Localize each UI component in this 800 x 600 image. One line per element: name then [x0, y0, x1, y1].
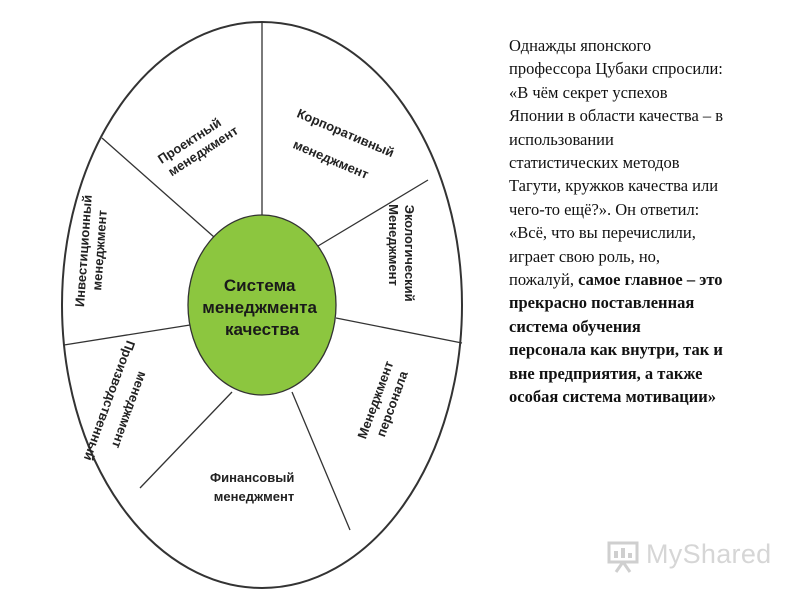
center-ellipse: [187, 214, 337, 396]
divider-line: [101, 137, 215, 238]
segment-dividers: [63, 22, 463, 531]
center-label-line: качества: [225, 320, 300, 339]
quote-line: статистических методов: [509, 153, 680, 173]
quote-line: «Всё, что вы перечислили,: [509, 223, 696, 243]
quote-line: профессора Цубаки спросили:: [509, 59, 723, 79]
quote-emphasis: особая система мотивации»: [509, 387, 717, 407]
center-label: Система менеджмента качества: [202, 276, 321, 339]
presentation-board-icon: [607, 541, 639, 573]
segment-label-line: Экологический: [402, 205, 417, 302]
quote-text-block: Однажды японского профессора Цубаки спро…: [509, 34, 781, 409]
quote-line: вне предприятия, а также: [509, 362, 781, 385]
segment-label-line: менеджмент: [89, 210, 110, 291]
quote-line: Однажды японского: [509, 36, 652, 55]
center-label-line: Система: [224, 276, 296, 295]
segment-label-corporate: Корпоративный менеджмент: [283, 106, 400, 190]
segment-label-investment: Инвестиционный менеджмент: [72, 191, 111, 309]
quote-emphasis: персонала как внутри, так и: [509, 340, 723, 360]
segment-label-project: Проектный менеджмент: [155, 109, 241, 180]
quote-emphasis: система обучения: [509, 316, 641, 336]
quote-line: система обучения: [509, 315, 781, 338]
quote-line: чего-то ещё?». Он ответил:: [509, 199, 700, 219]
segment-label-financial: Финансовый менеджмент: [210, 470, 298, 504]
quote-line: использовании: [509, 129, 614, 149]
quote-line: прекрасно поставленная: [509, 291, 781, 314]
divider-line: [139, 391, 233, 489]
quote-line-start: пожалуй,: [509, 270, 579, 290]
quote-line: «В чём секрет успехов: [509, 82, 668, 102]
segment-label-production: Производственный менеджмент: [80, 339, 159, 474]
quote-emphasis: вне предприятия, а также: [509, 363, 703, 383]
quote-line: особая система мотивации»: [509, 385, 781, 408]
segment-label-personnel: Менеджмент персонала: [354, 355, 413, 446]
center-label-line: менеджмента: [202, 298, 317, 317]
quote-line: Японии в области качества – в: [509, 106, 724, 126]
quality-management-diagram: Система менеджмента качества Проектный м…: [61, 21, 463, 589]
segment-label-ecological: Экологический Менеджмент: [386, 204, 417, 305]
segment-label-line: менеджмент: [214, 489, 294, 504]
segment-label-line: Финансовый: [210, 470, 294, 485]
quote-emphasis: прекрасно поставленная: [509, 293, 695, 313]
quote-line: Тагути, кружков качества или: [509, 176, 719, 196]
quote-emphasis: самое главное – это: [578, 270, 723, 290]
quote-line: персонала как внутри, так и: [509, 338, 781, 361]
divider-line: [291, 391, 351, 531]
divider-line: [317, 179, 429, 247]
watermark-text: MyShared: [646, 539, 772, 569]
divider-line: [335, 317, 463, 344]
watermark-logo: MyShared: [606, 536, 771, 576]
quote-line: пожалуй, самое главное – это: [509, 268, 781, 291]
quote-line: играет свою роль, но,: [509, 246, 661, 266]
divider-line: [63, 324, 191, 346]
segment-label-line: Менеджмент: [386, 204, 401, 286]
